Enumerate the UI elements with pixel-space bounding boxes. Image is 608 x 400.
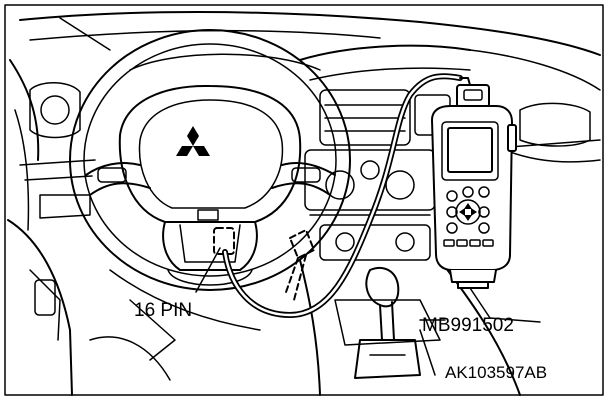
tool-label: MB991502 — [422, 315, 514, 336]
mitsubishi-emblem-icon — [176, 126, 210, 156]
scan-tool-cable — [222, 73, 463, 318]
scan-tool-mb991502 — [431, 77, 517, 289]
gear-shift-lever — [354, 266, 421, 379]
leader-lines — [195, 247, 541, 376]
connector-label: 16 PIN — [134, 300, 192, 321]
steering-wheel — [69, 29, 351, 291]
figure-code: AK103597AB — [445, 363, 547, 382]
scan-tool-keypad — [443, 186, 494, 247]
